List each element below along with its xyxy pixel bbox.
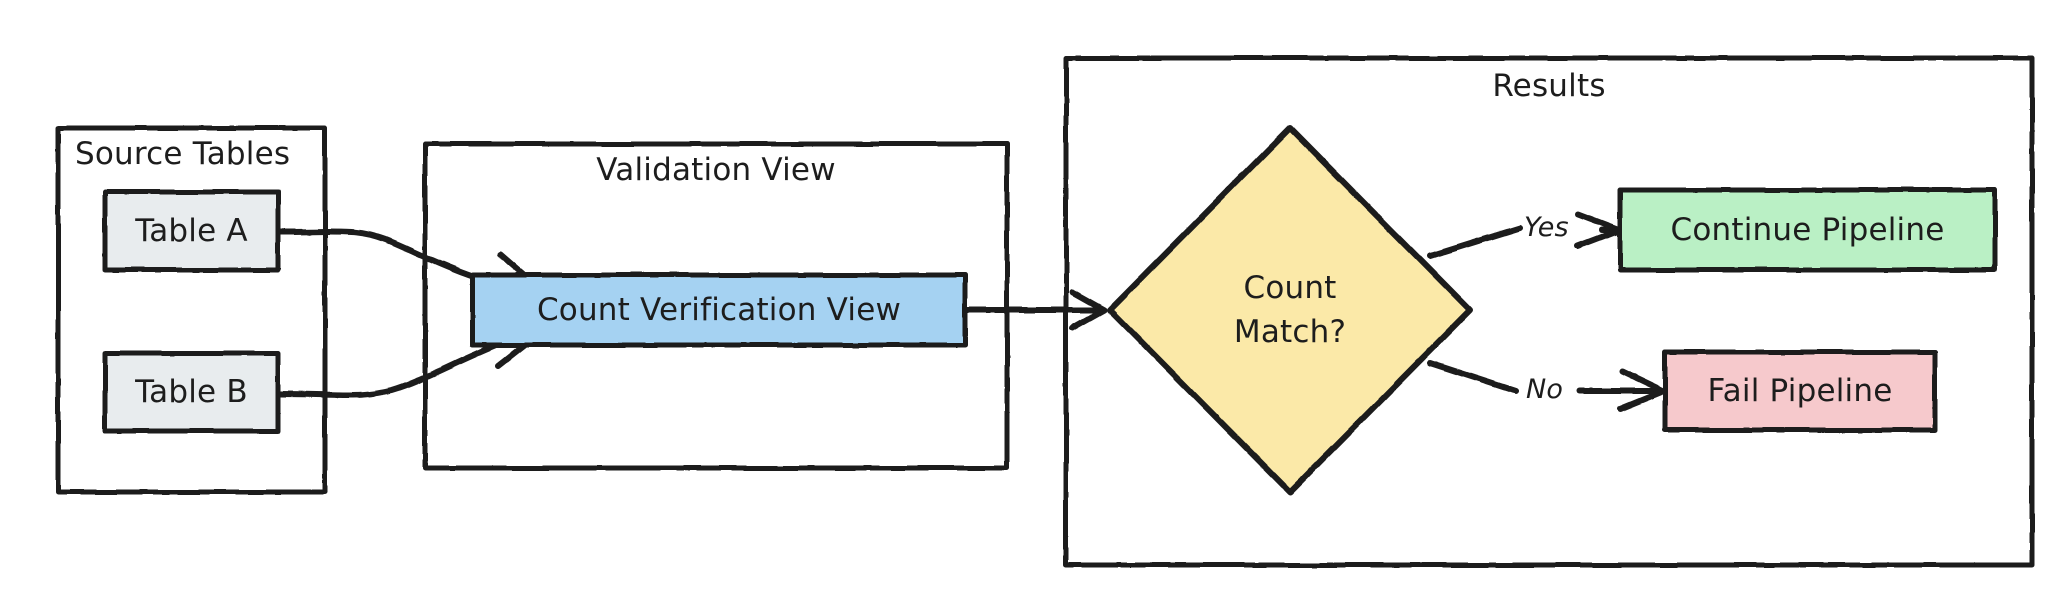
node-count-verification-view-label: Count Verification View — [536, 292, 902, 328]
node-count-verification-view-shape[interactable] — [470, 272, 968, 348]
node-continue-pipeline-shape[interactable] — [1617, 187, 1998, 273]
arrowhead-into-decision — [1069, 289, 1107, 331]
group-title-source-tables: Source Tables — [75, 136, 291, 172]
node-table-b-shape[interactable] — [102, 350, 281, 434]
edge-label-yes: Yes — [1524, 212, 1569, 243]
edge-decision-no-line — [1427, 360, 1519, 394]
group-title-results: Results — [1492, 68, 1606, 104]
node-continue-pipeline-label: Continue Pipeline — [1670, 212, 1945, 248]
node-table-b[interactable]: Table B — [105, 353, 278, 431]
node-count-match-label-line1: Count — [1243, 270, 1337, 306]
node-count-match[interactable]: Count Match? — [1160, 248, 1420, 372]
node-count-verification-view[interactable]: Count Verification View — [473, 275, 965, 345]
node-table-a-label: Table A — [135, 213, 248, 249]
node-fail-pipeline-shape[interactable] — [1662, 349, 1938, 433]
node-fail-pipeline-label: Fail Pipeline — [1707, 373, 1893, 409]
node-count-match-label-line2: Match? — [1233, 314, 1347, 350]
node-table-a[interactable]: Table A — [105, 192, 278, 270]
node-table-b-label: Table B — [135, 374, 248, 410]
node-table-a-shape[interactable] — [102, 189, 281, 273]
node-continue-pipeline[interactable]: Continue Pipeline — [1620, 190, 1995, 270]
edge-label-no: No — [1526, 374, 1564, 405]
group-source-tables-border — [55, 125, 328, 495]
node-count-match-shape[interactable] — [1107, 125, 1473, 495]
edge-decision-yes-line — [1427, 225, 1523, 259]
group-title-validation-view: Validation View — [596, 152, 836, 188]
node-fail-pipeline[interactable]: Fail Pipeline — [1665, 352, 1935, 430]
